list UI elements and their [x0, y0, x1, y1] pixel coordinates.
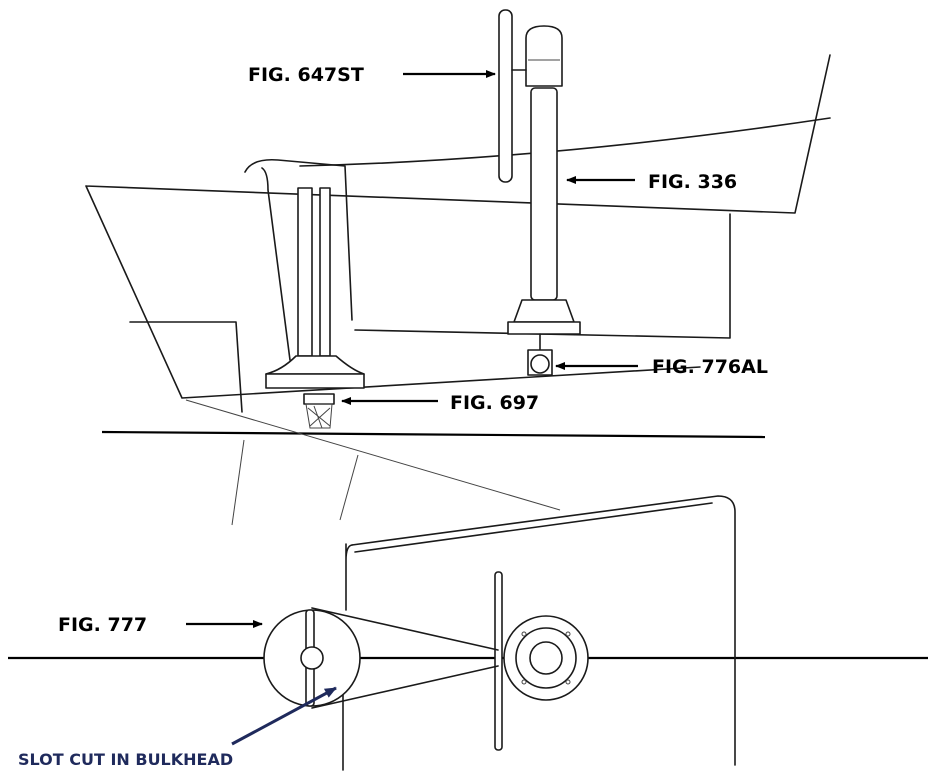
steering-wheel [498, 9, 527, 183]
console-block [244, 158, 353, 321]
transom-outline [351, 495, 736, 766]
side-view [85, 9, 831, 439]
label-fig-776al: FIG. 776AL [652, 356, 768, 378]
arrow-slot [231, 686, 337, 746]
projection-lines [185, 399, 561, 526]
transom-box [354, 213, 731, 339]
console-front [261, 167, 291, 361]
steering-cables [311, 607, 499, 709]
hull-outline [85, 54, 831, 399]
keel-line [101, 430, 766, 439]
label-fig-336: FIG. 336 [648, 171, 737, 193]
top-view [8, 495, 928, 771]
pulley-disk [263, 609, 361, 707]
callout-labels: FIG. 647ST FIG. 336 FIG. 776AL FIG. 697 … [18, 64, 768, 769]
label-fig-777: FIG. 777 [58, 614, 147, 636]
tiller-arm [494, 571, 503, 751]
helm-pedestal [507, 25, 581, 335]
locker [129, 321, 243, 413]
mast-base [265, 187, 365, 429]
swivel-wheel [527, 333, 553, 376]
deck-line [299, 117, 831, 167]
label-slot-cut: SLOT CUT IN BULKHEAD [18, 750, 233, 769]
label-fig-647st: FIG. 647ST [248, 64, 364, 86]
label-fig-697: FIG. 697 [450, 392, 539, 414]
callout-arrows [186, 70, 638, 746]
